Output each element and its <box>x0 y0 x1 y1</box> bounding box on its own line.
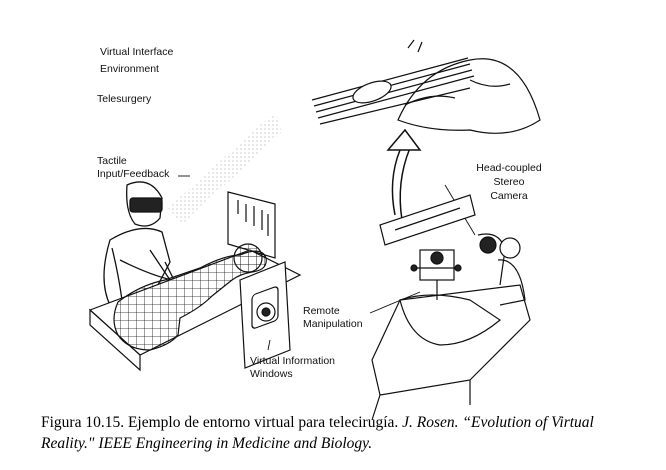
windows-label-line1: Virtual Information <box>250 355 336 367</box>
caption-source: IEEE Engineering in Medicine and Biology… <box>98 435 373 452</box>
virtual-window-upper <box>227 191 276 259</box>
camera-label-line3: Camera <box>490 190 528 202</box>
remote-label-line1: Remote <box>303 305 340 317</box>
camera-label-line2: Stereo <box>493 176 525 188</box>
remote-label-line2: Manipulation <box>303 318 363 330</box>
title-line2: Environment <box>100 63 159 75</box>
windows-label-line2: Windows <box>250 368 293 380</box>
title-line1: Virtual Interface <box>100 46 174 58</box>
virtual-window-lower <box>239 261 291 369</box>
tactile-label-line2: Input/Feedback <box>97 168 170 180</box>
projection-beam <box>168 112 282 225</box>
tactile-label-line1: Tactile <box>97 155 127 167</box>
caption-lead: Figura 10.15. Ejemplo de entorno virtual… <box>41 414 399 431</box>
flow-arrow <box>386 128 422 221</box>
telesurgery-label: Telesurgery <box>97 93 152 105</box>
caption-title: “Evolution of Virtual Reality." <box>41 414 594 452</box>
wireframe-patient <box>113 243 267 351</box>
remote-instrument <box>311 39 541 134</box>
caption-author: J. Rosen. <box>402 414 459 431</box>
figure-caption: Figura 10.15. Ejemplo de entorno virtual… <box>41 412 651 454</box>
operating-room-scene <box>371 194 531 421</box>
camera-label-line1: Head-coupled <box>476 162 542 174</box>
